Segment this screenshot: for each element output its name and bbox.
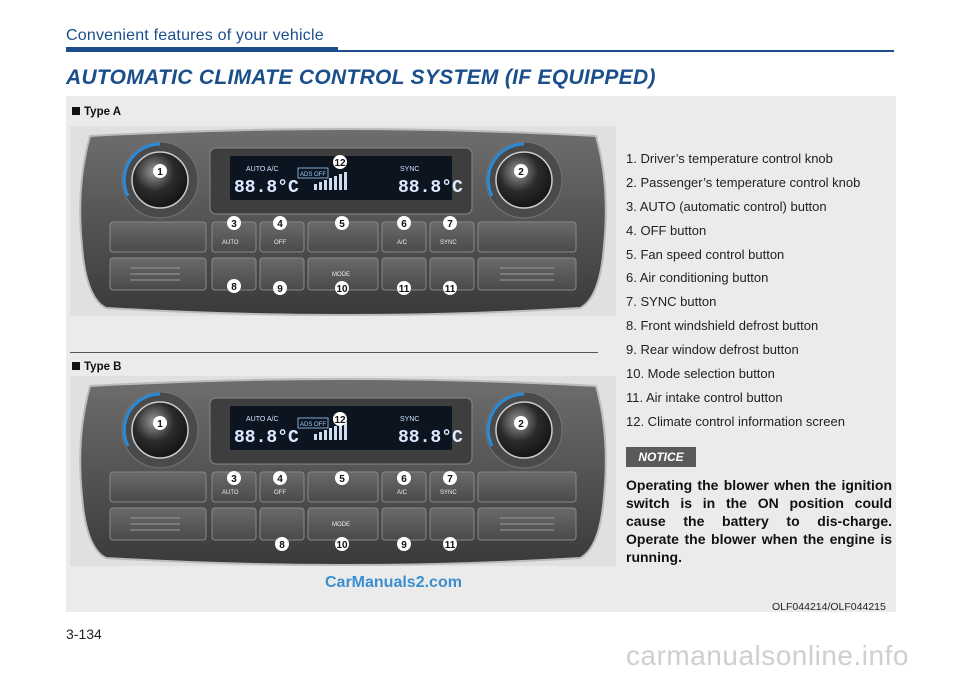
callout-a-2: 2 <box>518 167 524 178</box>
list-item: 8. Front windshield defrost button <box>626 318 819 334</box>
passenger-temp-knob[interactable] <box>495 151 553 209</box>
auto-label-b: AUTO <box>222 490 239 496</box>
off-label: OFF <box>274 240 286 246</box>
header-rule <box>66 50 894 52</box>
watermark: CarManuals2.com <box>325 574 462 591</box>
callout-a-9: 9 <box>277 284 283 295</box>
callout-b-11: 11 <box>445 540 456 551</box>
sync-label: SYNC <box>440 240 457 246</box>
page-number: 3-134 <box>66 626 102 642</box>
bullet-square-icon <box>72 362 80 370</box>
list-item: 10. Mode selection button <box>626 366 775 382</box>
list-item: 9. Rear window defrost button <box>626 342 799 358</box>
callout-a-4: 4 <box>277 219 283 230</box>
callout-b-12: 12 <box>334 415 346 426</box>
lcd-ads-off: ADS OFF <box>300 172 326 178</box>
lcd-auto-ac: AUTO A/C <box>246 166 279 173</box>
callout-a-5: 5 <box>339 219 345 230</box>
callout-b-5: 5 <box>339 474 345 485</box>
list-item: 6. Air conditioning button <box>626 270 769 286</box>
header-title: Convenient features of your vehicle <box>66 27 324 44</box>
climate-panel-a-illustration: AUTO A/C 88.8°C ADS OFF SYNC 88.8°C AUTO… <box>79 128 607 316</box>
climate-panel-type-b: AUTO A/C 88.8°C ADS OFF SYNC 88.8°C AUTO… <box>70 376 616 566</box>
callout-a-3: 3 <box>231 219 237 230</box>
off-label-b: OFF <box>274 490 286 496</box>
callout-b-3: 3 <box>231 474 237 485</box>
rear-window-defrost-b[interactable] <box>381 507 427 541</box>
list-item: 11. Air intake control button <box>626 389 783 405</box>
callout-a-12: 12 <box>334 158 346 169</box>
callout-b-2: 2 <box>518 419 524 430</box>
mode-label-b: MODE <box>332 522 350 528</box>
lcd-temp-right: 88.8°C <box>398 178 463 198</box>
type-b-label: Type B <box>72 361 122 373</box>
ac-label: A/C <box>397 240 408 246</box>
auto-label: AUTO <box>222 240 239 246</box>
callout-b-4: 4 <box>277 474 283 485</box>
list-item: 5. Fan speed control button <box>626 246 785 262</box>
callout-b-7: 7 <box>447 474 453 485</box>
notice-text: Operating the blower when the ignition s… <box>626 477 892 565</box>
passenger-temp-knob-b[interactable] <box>495 401 553 459</box>
callout-a-10: 10 <box>336 284 348 295</box>
header-rule-accent <box>66 47 338 52</box>
callout-a-11b: 11 <box>445 284 456 295</box>
bullet-square-icon <box>72 107 80 115</box>
callout-b-10: 10 <box>336 540 348 551</box>
type-a-label: Type A <box>72 106 121 118</box>
type-divider <box>70 352 598 353</box>
air-intake-button-b[interactable] <box>429 507 475 541</box>
driver-temp-knob[interactable] <box>131 151 189 209</box>
list-item: 4. OFF button <box>626 222 707 238</box>
callout-b-9: 9 <box>401 540 407 551</box>
section-title: AUTOMATIC CLIMATE CONTROL SYSTEM (IF EQU… <box>66 66 656 89</box>
notice-badge: NOTICE <box>626 447 696 467</box>
type-b-text: Type B <box>84 361 122 373</box>
callout-a-1: 1 <box>157 167 163 178</box>
type-a-text: Type A <box>84 106 122 118</box>
callout-a-8: 8 <box>231 282 237 293</box>
front-defrost-button-b[interactable] <box>211 507 257 541</box>
list-item: 1. Driver’s temperature control knob <box>626 151 833 166</box>
callout-a-11a: 11 <box>399 284 410 295</box>
lcd-temp-left-b: 88.8°C <box>234 428 299 448</box>
list-item: 3. AUTO (automatic control) button <box>626 198 827 214</box>
sync-label-b: SYNC <box>440 490 457 496</box>
lcd-temp-left: 88.8°C <box>234 178 299 198</box>
rear-defrost-button-b[interactable] <box>259 507 305 541</box>
list-item: 2. Passenger’s temperature control knob <box>626 174 861 190</box>
callout-b-8: 8 <box>279 540 285 551</box>
mode-label: MODE <box>332 272 350 278</box>
image-codes: OLF044214/OLF044215 <box>772 601 886 613</box>
lcd-auto-ac-b: AUTO A/C <box>246 416 279 423</box>
ac-label-b: A/C <box>397 490 408 496</box>
component-list: 1. Driver’s temperature control knob 2. … <box>626 150 896 437</box>
callout-b-6: 6 <box>401 474 407 485</box>
climate-panel-type-a: AUTO A/C 88.8°C ADS OFF SYNC 88.8°C AUTO… <box>70 126 616 316</box>
lcd-ads-off-b: ADS OFF <box>300 422 326 428</box>
climate-panel-b-illustration: AUTO A/C 88.8°C ADS OFF SYNC 88.8°C AUTO… <box>79 378 607 566</box>
site-watermark: carmanualsonline.info <box>626 640 909 671</box>
lcd-temp-right-b: 88.8°C <box>398 428 463 448</box>
callout-a-7: 7 <box>447 219 453 230</box>
callout-b-1: 1 <box>157 419 163 430</box>
callout-a-6: 6 <box>401 219 407 230</box>
list-item: 7. SYNC button <box>626 294 717 310</box>
lcd-sync-b: SYNC <box>400 416 419 423</box>
list-item: 12. Climate control information screen <box>626 413 845 429</box>
lcd-sync: SYNC <box>400 166 419 173</box>
